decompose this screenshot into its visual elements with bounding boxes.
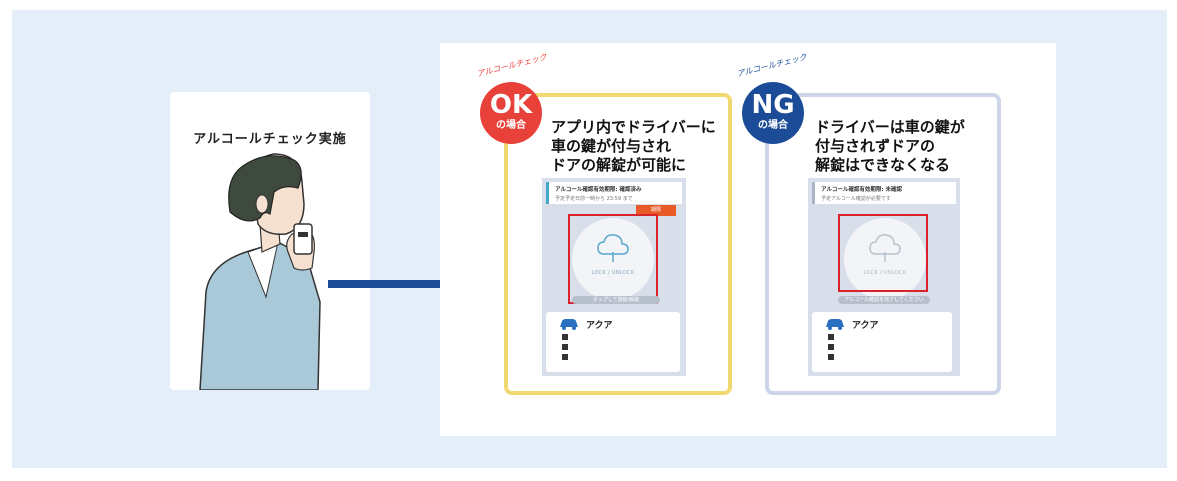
cloud-icon <box>597 234 629 262</box>
cloud-icon <box>869 234 901 262</box>
alcohol-check-card: アルコールチェック実施 <box>170 92 370 390</box>
ok-car-name: アクア <box>586 321 613 331</box>
ng-detail-icon <box>828 334 834 340</box>
car-icon <box>560 319 578 330</box>
alcohol-check-title: アルコールチェック実施 <box>193 132 347 147</box>
ok-phone-screen: アルコール確認有効期限: 確認済み 予定予定日前一時から 23:59 まで 期限… <box>542 178 686 376</box>
ng-alcohol-pill: アルコール確認を完了してください <box>838 296 930 304</box>
ok-tap-pill: タップして施錠/解錠 <box>572 296 660 304</box>
ok-detail-icon <box>562 334 568 340</box>
ng-detail-icon <box>828 354 834 360</box>
ok-heading-line: ドアの解錠が可能に <box>551 156 687 174</box>
ok-heading: アプリ内でドライバーに 車の鍵が付与され ドアの解錠が可能に <box>551 118 716 175</box>
ok-status-line2: 予定予定日前一時から 23:59 まで <box>555 196 633 202</box>
ok-badge-small: の場合 <box>496 120 526 131</box>
man-breathalyzer-illustration <box>199 153 321 390</box>
ok-tag: 期限 <box>636 205 676 216</box>
ok-heading-line: 車の鍵が付与され <box>551 137 672 155</box>
ng-badge: NG の場合 <box>742 82 804 144</box>
ng-heading: ドライバーは車の鍵が 付与されずドアの 解錠はできなくなる <box>815 118 965 175</box>
ng-highlight-box <box>838 214 928 292</box>
ok-heading-line: アプリ内でドライバーに <box>551 118 716 136</box>
ok-car-card: アクア <box>546 312 680 372</box>
ng-detail-icon <box>828 344 834 350</box>
ng-car-card: アクア <box>812 312 952 372</box>
ok-badge: OK の場合 <box>480 82 542 144</box>
ng-lock-unlock-button[interactable]: LOCK / UNLOCK <box>844 218 926 300</box>
car-icon <box>826 319 844 330</box>
ok-badge-big: OK <box>489 90 533 120</box>
ng-heading-line: ドライバーは車の鍵が <box>815 118 965 136</box>
ng-phone-screen: アルコール確認有効期限: 未確認 予定アルコール確認が必要です LOCK / U… <box>808 178 960 376</box>
ng-badge-big: NG <box>751 90 795 120</box>
ng-lock-unlock-label: LOCK / UNLOCK <box>863 270 907 276</box>
ok-highlight-box <box>568 214 658 304</box>
ng-heading-line: 解錠はできなくなる <box>815 156 951 174</box>
ng-heading-line: 付与されずドアの <box>815 137 936 155</box>
ok-lock-unlock-label: LOCK / UNLOCK <box>591 270 635 276</box>
ok-status-bar: アルコール確認有効期限: 確認済み 予定予定日前一時から 23:59 まで <box>546 182 682 204</box>
ng-car-name: アクア <box>852 321 879 331</box>
ok-lock-unlock-button[interactable]: LOCK / UNLOCK <box>572 218 654 300</box>
ok-detail-icon <box>562 344 568 350</box>
ng-status-line2: 予定アルコール確認が必要です <box>821 196 891 202</box>
ng-status-bar: アルコール確認有効期限: 未確認 予定アルコール確認が必要です <box>812 182 956 204</box>
ok-status-line1: アルコール確認有効期限: 確認済み <box>555 187 642 193</box>
ng-status-line1: アルコール確認有効期限: 未確認 <box>821 187 902 193</box>
ng-badge-small: の場合 <box>758 120 788 131</box>
ok-detail-icon <box>562 354 568 360</box>
